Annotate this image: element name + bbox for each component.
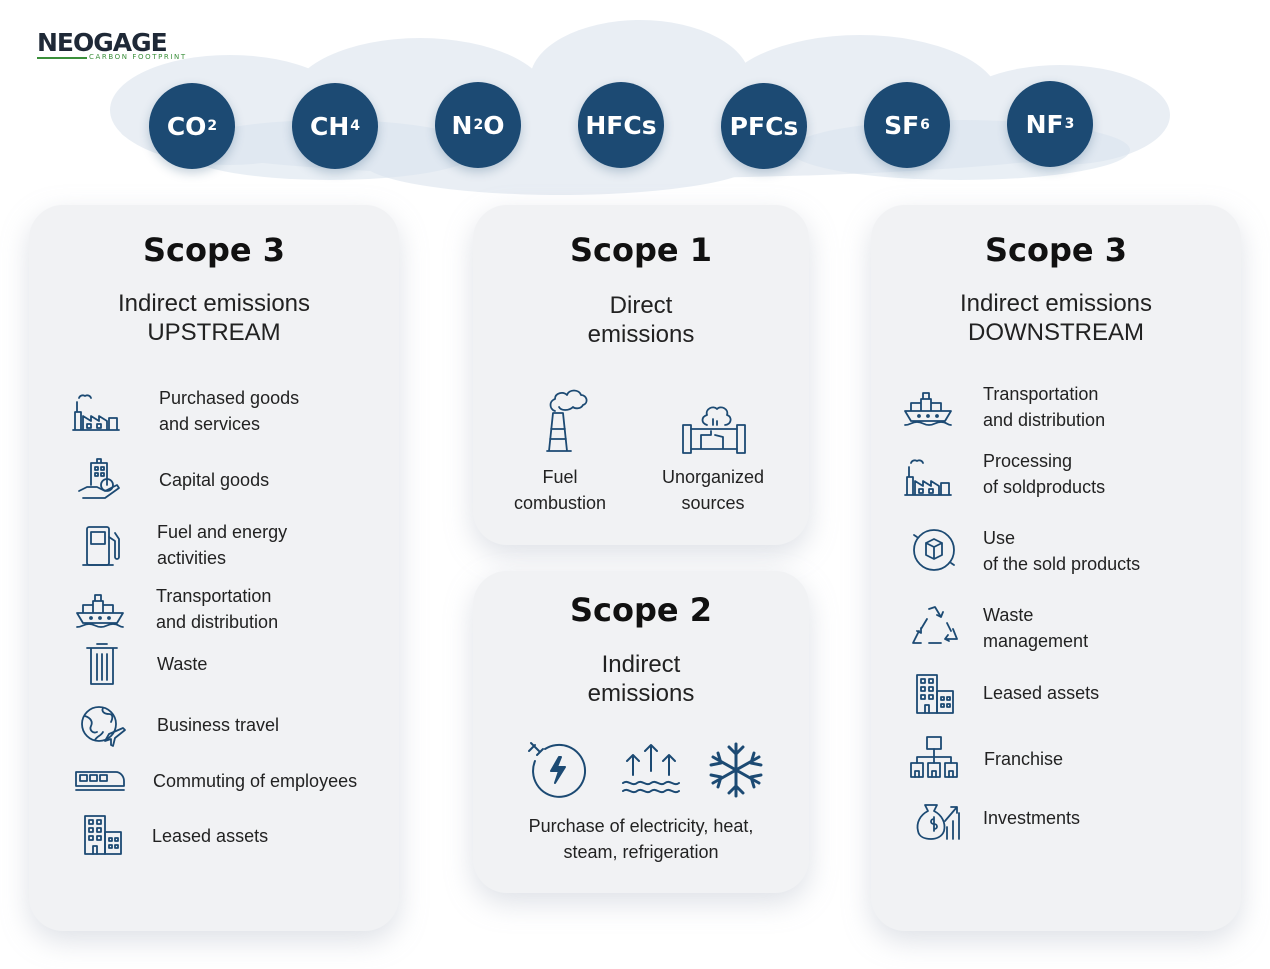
building-icon <box>75 812 129 858</box>
fuel-pump-icon <box>75 523 129 569</box>
scope3-upstream-title: Scope 3 <box>142 231 285 269</box>
item-fuel-energy: Fuel and energy activities <box>157 522 288 568</box>
scope1-card: Scope 1 Direct emissions Fuel combustion… <box>473 205 809 545</box>
item-capital-goods: Capital goods <box>159 470 270 490</box>
franchise-icon <box>907 735 961 781</box>
logo: NEOGAGE CARBON FOOTPRINT <box>37 28 207 68</box>
scope2-title: Scope 2 <box>569 591 712 629</box>
scope3-upstream-card: Scope 3 Indirect emissions UPSTREAM Purc… <box>29 205 399 931</box>
logo-tagline: CARBON FOOTPRINT <box>89 53 187 61</box>
item-business-travel: Business travel <box>157 715 280 735</box>
building-icon <box>907 671 961 717</box>
ship-icon <box>901 383 955 429</box>
item-investments: Investments <box>983 808 1081 828</box>
scope3-downstream-title: Scope 3 <box>984 231 1127 269</box>
logo-wordmark: NEOGAGE <box>37 28 168 57</box>
item-commuting: Commuting of employees <box>153 771 358 791</box>
scope3-upstream-subtitle: Indirect emissions UPSTREAM <box>117 290 311 346</box>
scope2-caption: Purchase of electricity, heat, steam, re… <box>528 816 754 862</box>
logo-underline <box>37 57 87 59</box>
box-cycle-icon <box>907 527 961 573</box>
heat-waves-icon <box>619 741 683 797</box>
scope1-title: Scope 1 <box>569 231 712 269</box>
electricity-plug-icon <box>525 737 589 801</box>
factory-icon <box>69 388 123 434</box>
item-use-sold-products: Use of the sold products <box>983 528 1141 574</box>
scope1-subtitle: Direct emissions <box>587 292 695 348</box>
scope3-downstream-card: Scope 3 Indirect emissions DOWNSTREAM Tr… <box>871 205 1241 931</box>
scope2-subtitle: Indirect emissions <box>587 651 695 707</box>
money-bag-icon <box>911 797 965 843</box>
chimney-icon <box>535 385 601 455</box>
item-waste-management: Waste management <box>983 605 1089 651</box>
recycle-icon <box>907 603 961 649</box>
capital-goods-icon <box>75 457 129 503</box>
snowflake-icon <box>707 741 765 799</box>
item-unorganized-sources: Unorganized sources <box>661 467 765 513</box>
trash-bin-icon <box>75 642 129 688</box>
gas-hfcs: HFCs <box>578 82 664 168</box>
item-fuel-combustion: Fuel combustion <box>513 467 607 513</box>
scope2-card: Scope 2 Indirect emissions Purchase of e… <box>473 571 809 893</box>
ship-icon <box>73 585 127 631</box>
globe-plane-icon <box>75 702 129 748</box>
item-leased-assets-upstream: Leased assets <box>152 826 269 846</box>
scope3-downstream-subtitle: Indirect emissions DOWNSTREAM <box>959 290 1153 346</box>
factory-icon <box>901 453 955 499</box>
item-processing-sold-products: Processing of soldproducts <box>983 451 1106 497</box>
item-purchased-goods: Purchased goods and services <box>159 388 300 434</box>
item-leased-assets-downstream: Leased assets <box>983 683 1100 703</box>
item-waste-upstream: Waste <box>157 654 208 674</box>
item-transportation-upstream: Transportation and distribution <box>156 586 279 632</box>
pipe-leak-icon <box>679 395 749 455</box>
gas-pfcs: PFCs <box>721 83 807 169</box>
item-transportation-downstream: Transportation and distribution <box>983 384 1106 430</box>
item-franchise: Franchise <box>984 749 1064 769</box>
train-icon <box>73 758 127 804</box>
